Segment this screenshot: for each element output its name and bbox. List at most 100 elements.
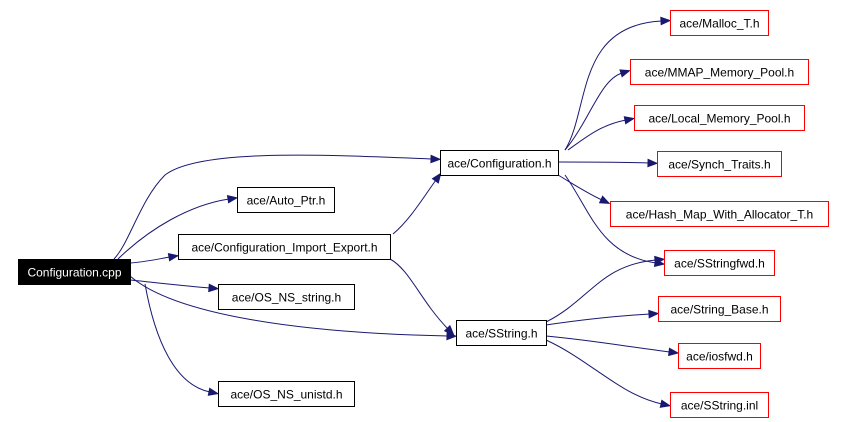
edge-configuration_h-to-malloc_t xyxy=(564,16,672,151)
edge-line xyxy=(113,154,433,260)
node-box xyxy=(658,296,781,322)
node-iosfwd[interactable]: ace/iosfwd.h xyxy=(678,343,761,369)
node-label: ace/Local_Memory_Pool.h xyxy=(648,112,790,126)
node-box xyxy=(634,105,805,131)
arrowhead xyxy=(668,347,680,357)
edge-line xyxy=(129,256,171,264)
node-label: ace/SStringfwd.h xyxy=(674,257,765,271)
edge-configuration_h-to-mmap_pool xyxy=(564,69,631,151)
node-mmap-pool[interactable]: ace/MMAP_Memory_Pool.h xyxy=(630,59,809,85)
edge-line xyxy=(129,279,211,289)
edge-configuration_h-to-synch_traits xyxy=(557,158,659,168)
node-config-ie[interactable]: ace/Configuration_Import_Export.h xyxy=(178,234,391,260)
node-root: Configuration.cpp xyxy=(18,259,131,285)
arrowhead xyxy=(623,116,636,125)
node-box xyxy=(218,381,355,407)
node-label: ace/MMAP_Memory_Pool.h xyxy=(645,66,794,80)
edge-line xyxy=(557,161,650,164)
node-box xyxy=(678,343,761,369)
node-label: Configuration.cpp xyxy=(27,266,121,280)
node-malloc-t[interactable]: ace/Malloc_T.h xyxy=(670,10,769,36)
node-label: ace/OS_NS_unistd.h xyxy=(230,388,342,402)
arrowhead xyxy=(226,194,239,204)
arrowhead xyxy=(208,283,220,293)
edges-layer xyxy=(113,16,680,408)
edge-line xyxy=(392,179,437,235)
node-box xyxy=(456,320,547,346)
arrowhead xyxy=(431,172,442,184)
node-box xyxy=(630,59,809,85)
node-box xyxy=(657,151,782,177)
node-label: ace/String_Base.h xyxy=(670,303,768,317)
node-box xyxy=(18,259,131,285)
arrowhead xyxy=(167,252,180,262)
arrowhead xyxy=(648,309,660,319)
edge-line xyxy=(545,313,651,326)
arrowhead xyxy=(659,399,672,408)
edge-line xyxy=(564,20,663,151)
node-label: ace/OS_NS_string.h xyxy=(232,291,341,305)
node-label: ace/iosfwd.h xyxy=(686,350,753,364)
edge-config_ie-to-sstring_h xyxy=(389,258,455,336)
node-label: ace/Hash_Map_With_Allocator_T.h xyxy=(626,208,813,222)
edge-configuration_h-to-hash_map xyxy=(557,174,611,204)
node-os-ns-string[interactable]: ace/OS_NS_string.h xyxy=(218,284,355,310)
edge-line xyxy=(567,119,627,151)
node-box xyxy=(664,250,775,276)
arrowhead xyxy=(443,324,455,336)
node-local-pool[interactable]: ace/Local_Memory_Pool.h xyxy=(634,105,805,131)
edge-configuration_h-to-local_pool xyxy=(567,116,636,151)
edge-line xyxy=(117,198,230,260)
edge-line xyxy=(557,174,603,201)
edge-config_ie-to-configuration_h xyxy=(392,172,442,235)
node-auto-ptr[interactable]: ace/Auto_Ptr.h xyxy=(237,187,335,213)
edge-sstring_h-to-string_base xyxy=(545,309,660,326)
node-label: ace/Malloc_T.h xyxy=(679,17,759,31)
node-os-ns-unistd[interactable]: ace/OS_NS_unistd.h xyxy=(218,381,355,407)
edge-line xyxy=(389,258,449,330)
node-label: ace/SString.h xyxy=(465,327,537,341)
node-sstringfwd[interactable]: ace/SStringfwd.h xyxy=(664,250,775,276)
node-label: ace/Configuration_Import_Export.h xyxy=(191,241,377,255)
node-box xyxy=(440,150,559,176)
node-label: ace/SString.inl xyxy=(681,399,758,413)
node-hash-map[interactable]: ace/Hash_Map_With_Allocator_T.h xyxy=(610,201,829,227)
node-synch-traits[interactable]: ace/Synch_Traits.h xyxy=(657,151,782,177)
node-box xyxy=(610,201,829,227)
edge-line xyxy=(564,174,657,264)
node-label: ace/Configuration.h xyxy=(447,157,551,171)
node-box xyxy=(237,187,335,213)
node-box xyxy=(670,392,769,418)
node-sstring-h[interactable]: ace/SString.h xyxy=(456,320,547,346)
edge-line xyxy=(144,283,211,393)
node-box xyxy=(178,234,391,260)
edge-line xyxy=(545,335,671,353)
edge-line xyxy=(545,339,663,405)
edge-root-to-auto_ptr xyxy=(117,194,239,260)
edge-sstring_h-to-iosfwd xyxy=(545,335,680,357)
arrowhead xyxy=(430,154,442,164)
edge-line xyxy=(129,275,449,337)
node-box xyxy=(218,284,355,310)
edge-root-to-os_ns_unistd xyxy=(144,283,220,396)
arrowhead xyxy=(619,69,631,78)
edge-sstring_h-to-sstringfwd xyxy=(545,255,666,323)
arrowhead xyxy=(660,16,672,26)
arrowhead xyxy=(647,158,659,168)
node-box xyxy=(670,10,769,36)
node-sstring-inl[interactable]: ace/SString.inl xyxy=(670,392,769,418)
edge-sstring_h-to-sstring_inl xyxy=(545,339,672,408)
node-string-base[interactable]: ace/String_Base.h xyxy=(658,296,781,322)
node-configuration-h[interactable]: ace/Configuration.h xyxy=(440,150,559,176)
node-label: ace/Auto_Ptr.h xyxy=(247,194,326,208)
nodes-layer: Configuration.cpp ace/Auto_Ptr.h ace/Confi… xyxy=(18,10,829,418)
arrowhead xyxy=(654,255,666,265)
edge-root-to-configuration_h xyxy=(113,154,442,260)
arrowhead xyxy=(207,387,220,396)
edge-line xyxy=(545,259,657,323)
edge-line xyxy=(564,72,623,151)
edge-root-to-config_ie xyxy=(129,252,180,264)
node-label: ace/Synch_Traits.h xyxy=(668,158,770,172)
arrowhead xyxy=(598,195,611,204)
